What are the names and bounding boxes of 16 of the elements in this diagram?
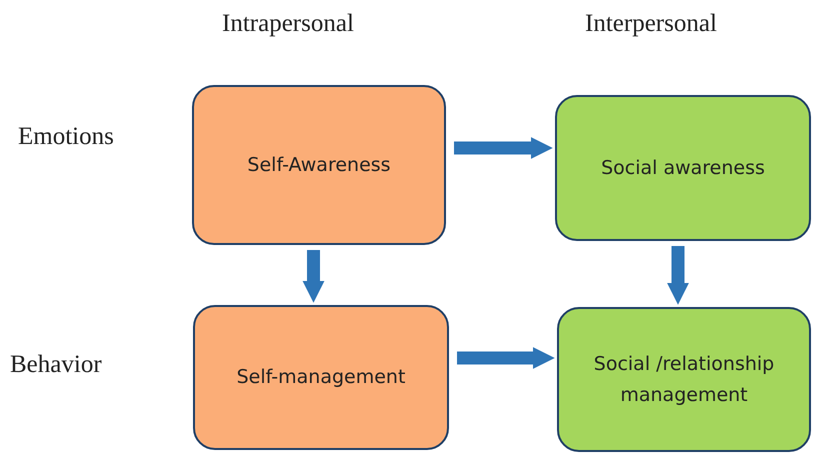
column-heading: Intrapersonal: [222, 10, 354, 38]
row-heading: Behavior: [10, 351, 102, 379]
box-label: Social /relationship management: [592, 352, 776, 408]
row-heading: Emotions: [18, 123, 114, 151]
process-box: [557, 307, 811, 452]
arrow: [667, 246, 689, 305]
process-box: [192, 85, 446, 245]
box-label: Self-management: [236, 365, 406, 390]
box-label: Social awareness: [601, 156, 765, 181]
arrow: [454, 137, 553, 159]
arrow: [302, 250, 324, 303]
column-heading: Interpersonal: [585, 10, 717, 38]
box-label: Self-Awareness: [247, 152, 391, 178]
process-box: [193, 305, 449, 450]
arrow: [457, 347, 555, 369]
process-box: [555, 95, 811, 241]
